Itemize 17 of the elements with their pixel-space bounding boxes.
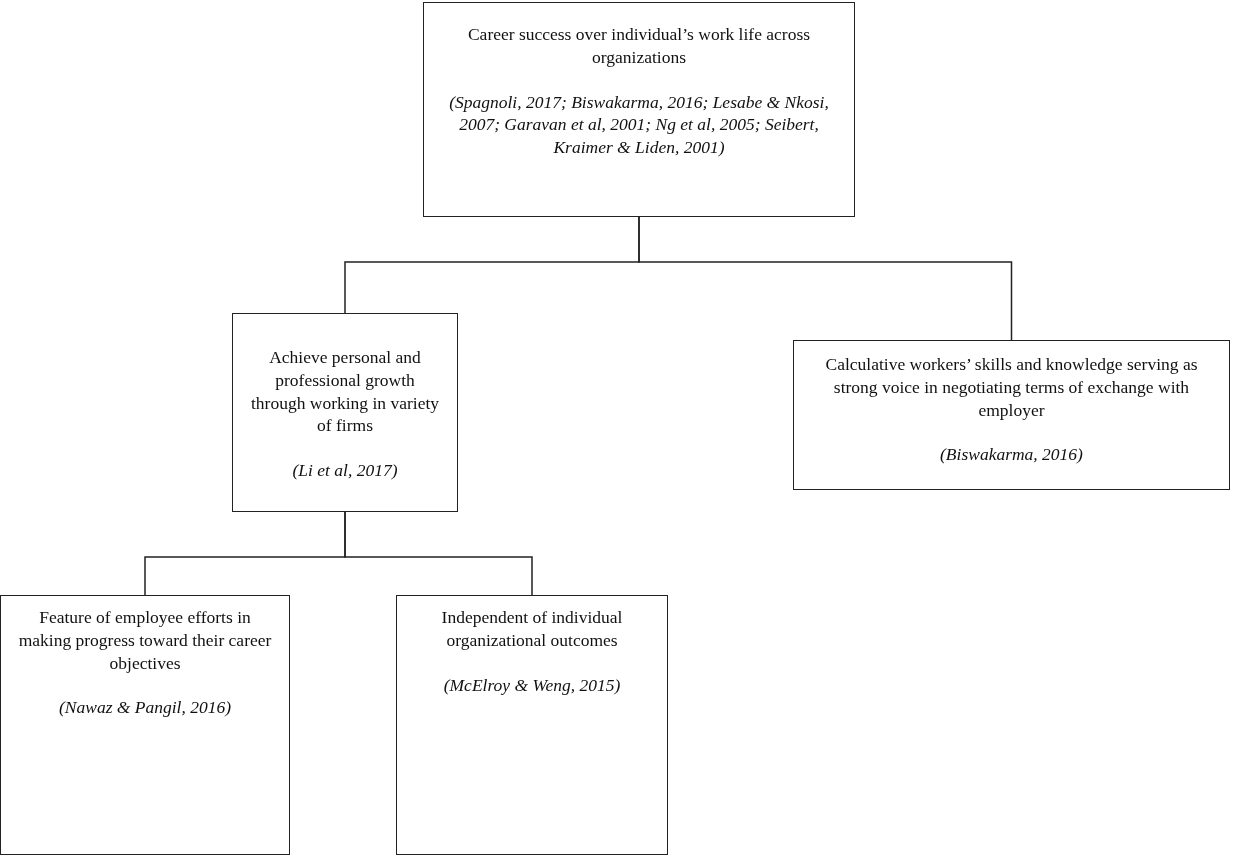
citation: (Spagnoli, 2017; Biswakarma, 2016; Lesabe & Nkosi, 2007; Garavan et al, 2001; Ng et al, 2005; Seibert, Kraimer & Liden, 2001) [448,90,830,159]
text-box [232,313,458,512]
box-text: Career success over individual’s work life across organizations [466,23,812,69]
connector-line [344,511,533,596]
box-text: Calculative workers’ skills and knowledge serving as strong voice in negotiating terms of exchange with employer [824,353,1199,422]
citation: (McElroy & Weng, 2015) [443,673,621,697]
citation: (Li et al, 2017) [292,459,398,482]
box-text: Independent of individual organizational outcomes [440,606,624,652]
box-text: Feature of employee efforts in making progress toward their career objectives [17,606,273,675]
text-box [793,340,1230,490]
text-box [0,595,290,855]
box-text: Achieve personal and professional growth through working in variety of firms [249,346,441,437]
text-box [396,595,668,855]
citation: (Nawaz & Pangil, 2016) [58,696,232,719]
citation: (Biswakarma, 2016) [940,443,1083,466]
text-box [423,2,855,217]
connector-line [638,216,1013,341]
